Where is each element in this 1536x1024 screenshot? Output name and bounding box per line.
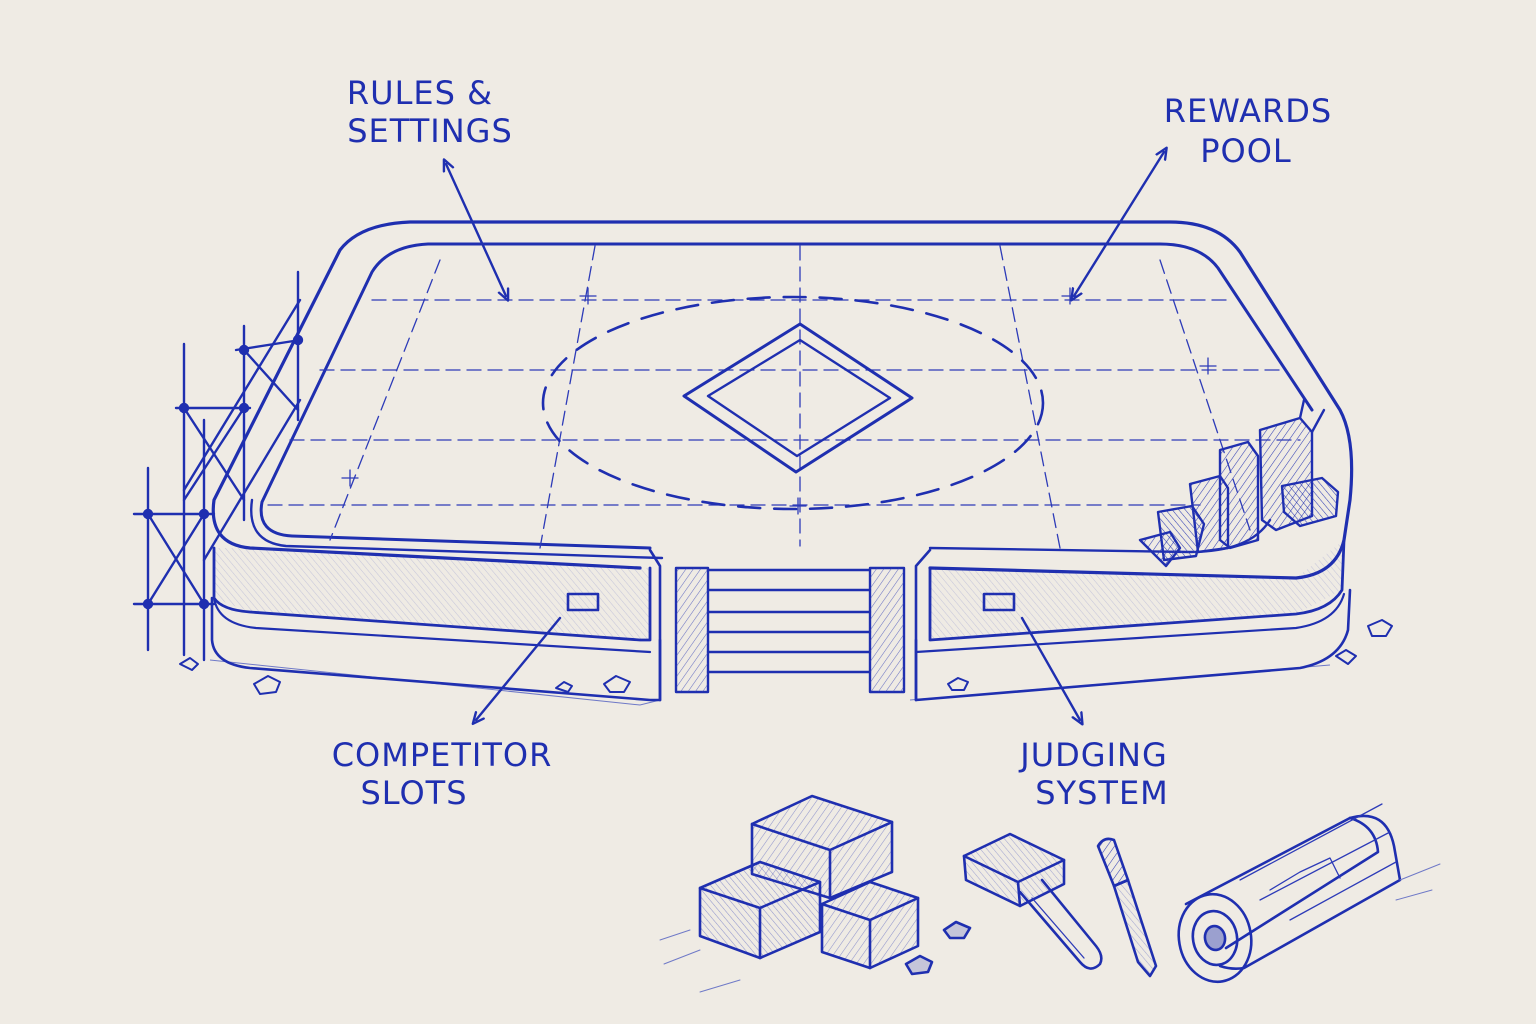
chisel-icon (1096, 837, 1158, 978)
svg-text:RULES &: RULES & (347, 74, 493, 112)
stone-blocks-icon (659, 794, 972, 993)
rubble-stones (179, 619, 1393, 695)
svg-text:REWARDS: REWARDS (1164, 92, 1332, 130)
label-rewards-pool: REWARDS POOL (1164, 92, 1332, 170)
arena-platform (179, 220, 1393, 706)
label-rules-settings: RULES & SETTINGS (347, 74, 513, 150)
svg-text:SYSTEM: SYSTEM (1035, 774, 1169, 812)
label-competitor-slots: COMPETITOR SLOTS (332, 736, 553, 812)
hammer-icon (962, 832, 1103, 970)
arrow-rewards-pool (1074, 152, 1164, 296)
svg-text:COMPETITOR: COMPETITOR (332, 736, 553, 774)
blueprint-scroll-icon (1177, 803, 1441, 984)
svg-text:JUDGING: JUDGING (1018, 736, 1167, 774)
svg-text:SETTINGS: SETTINGS (347, 112, 513, 150)
arrow-judging-system (1020, 616, 1080, 720)
entry-steps (648, 548, 932, 702)
arrow-competitor-slots (476, 616, 562, 720)
label-judging-system: JUDGING SYSTEM (1018, 736, 1169, 812)
annotation-arrows (446, 152, 1164, 720)
broken-corner-pillars-icon (1138, 398, 1340, 568)
arrow-rules-settings (446, 164, 506, 296)
svg-text:POOL: POOL (1200, 132, 1292, 170)
svg-text:SLOTS: SLOTS (360, 774, 467, 812)
scaffolding-icon (132, 270, 304, 662)
